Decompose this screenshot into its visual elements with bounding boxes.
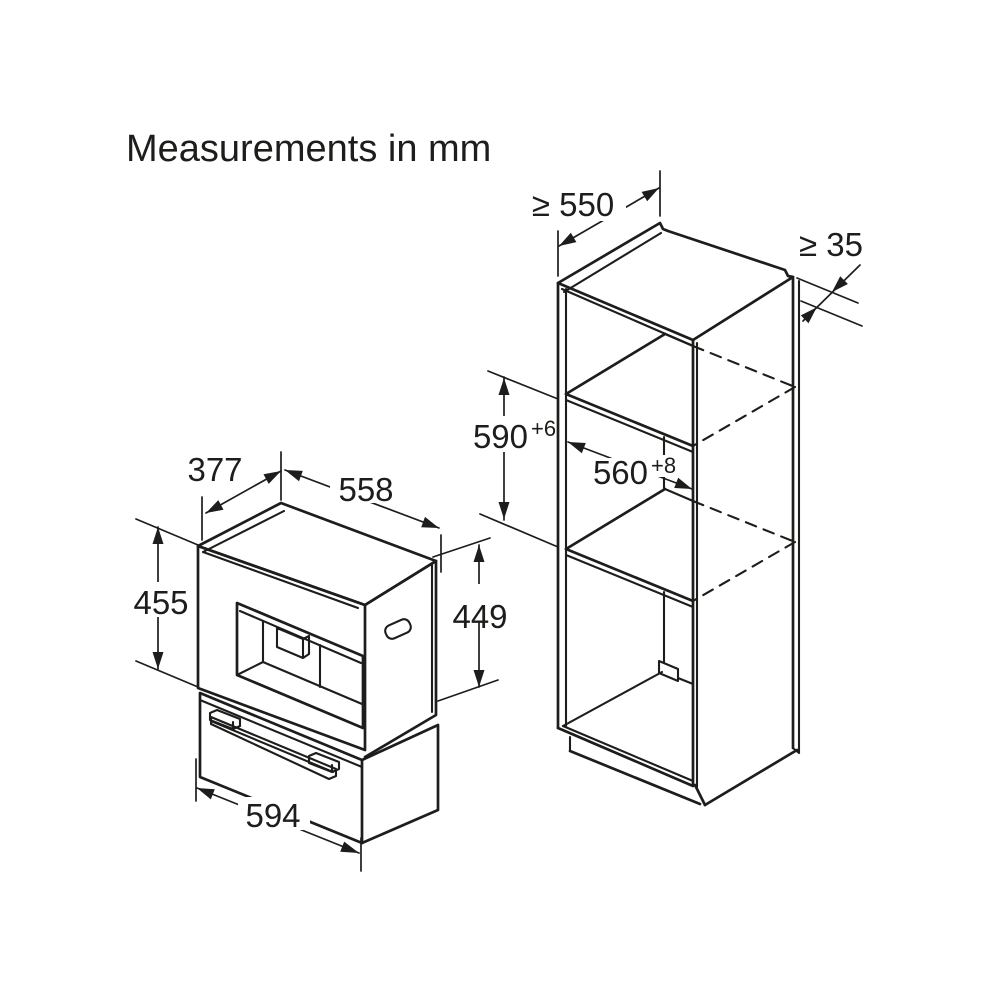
floor-interior-edges	[561, 670, 695, 728]
plinth-bottom-edge	[568, 749, 702, 806]
appliance-front-panel	[196, 544, 367, 752]
dimension-depth-377: 377	[187, 451, 282, 541]
shelf-front-edge	[564, 392, 695, 448]
extension-lines	[479, 370, 559, 548]
shelf-upper	[564, 332, 797, 454]
dim-label-niche-height: 590	[473, 418, 528, 455]
dimension-front-height-455: 455	[128, 518, 199, 688]
dim-label-niche-width: 560	[593, 454, 648, 491]
label-mask	[584, 458, 654, 488]
arrowhead	[473, 545, 485, 562]
dimension-body-height-449: 449	[432, 537, 514, 702]
page-title: Measurements in mm	[126, 128, 492, 170]
dim-label-body-height: 449	[452, 598, 507, 635]
shelf-back-edge-visible	[663, 332, 695, 348]
dimension-min-depth-550: ≥ 550	[520, 170, 661, 277]
arrowhead	[559, 232, 577, 246]
cabinet-ceiling-left-edge	[562, 231, 663, 294]
appliance-isometric	[196, 501, 440, 845]
label-mask	[462, 416, 532, 452]
label-mask	[520, 188, 626, 221]
floor-front-edge	[561, 724, 695, 783]
label-mask	[238, 797, 310, 830]
cabinet-top-face	[556, 221, 795, 342]
dispensing-niche	[235, 601, 365, 730]
arrowhead	[674, 477, 692, 489]
arrowhead	[263, 471, 281, 484]
dim-label-min-depth: ≥ 550	[532, 186, 614, 223]
drawer-handle-standoff-right	[307, 751, 341, 774]
appliance-top-face	[196, 501, 438, 607]
label-mask	[128, 582, 194, 617]
arrowhead	[421, 516, 439, 528]
niche-opening	[235, 601, 365, 730]
shelf-back-edge-visible	[663, 487, 695, 503]
warming-drawer	[198, 691, 440, 845]
shelf-front-edge-lower	[564, 398, 695, 454]
appliance-side-panel	[363, 559, 438, 759]
shelf-lower	[564, 487, 797, 609]
dim-label-width: 558	[338, 471, 393, 508]
arrowhead	[473, 670, 485, 687]
dimension-rear-clearance-35: ≥ 35	[796, 226, 863, 327]
dimension-niche-width-560: 560 +8	[567, 441, 693, 491]
arrowhead	[197, 788, 215, 800]
extension-lines	[195, 758, 362, 872]
dim-label-niche-width-tolerance: +8	[651, 453, 676, 478]
cabinet-base	[556, 670, 799, 807]
dim-label-niche-height-tolerance: +6	[531, 416, 556, 441]
extension-lines	[432, 537, 499, 702]
arrowhead	[641, 188, 659, 202]
shelf-front-edge	[564, 547, 695, 603]
dim-label-rear-clearance: ≥ 35	[799, 226, 863, 263]
shelf-hidden-edges	[691, 499, 797, 603]
side-grip-slot	[384, 618, 412, 640]
label-mask	[646, 455, 678, 477]
shelf-left-edge	[564, 487, 667, 551]
arrowhead	[568, 442, 586, 454]
drawer-side-panel	[360, 723, 440, 845]
arrowhead	[285, 470, 303, 482]
dimension-overall-width-594: 594	[195, 758, 362, 872]
arrowhead	[800, 307, 817, 324]
appliance-top-face-inner-edge	[201, 509, 360, 610]
arrowhead	[152, 652, 164, 669]
shelf-hidden-edges	[691, 344, 797, 448]
niche-interior-edges	[235, 619, 364, 706]
dim-label-overall-width: 594	[245, 797, 300, 834]
reference-lines	[796, 277, 863, 327]
shelf-front-edge-lower	[564, 553, 695, 609]
arrowhead	[152, 527, 164, 544]
dimension-width-558: 558	[284, 469, 442, 573]
shelf-left-edge	[564, 332, 667, 396]
cabinet-bottom-edge	[556, 726, 695, 788]
side-panel-bottom-step	[693, 783, 707, 807]
extension-lines	[201, 451, 282, 541]
extension-lines	[557, 170, 661, 277]
arrowhead	[498, 502, 510, 519]
arrowhead	[206, 500, 224, 513]
drawer-front-top-edge	[198, 698, 364, 769]
cable-cutout	[657, 659, 680, 683]
label-mask	[446, 584, 514, 621]
dim-label-front-height: 455	[133, 584, 188, 621]
drawer-handle-standoff-left	[208, 708, 242, 731]
coffee-spout	[275, 626, 311, 660]
side-panel-bottom-edge	[703, 748, 799, 807]
label-mask	[330, 470, 402, 503]
dimension-niche-height-590: 590 +6	[462, 370, 559, 548]
extension-lines	[135, 518, 199, 688]
cabinet-isometric	[556, 221, 801, 807]
label-mask	[524, 418, 556, 440]
arrowhead	[340, 841, 359, 853]
arrowhead	[832, 276, 848, 292]
arrowhead	[498, 378, 510, 395]
dim-label-depth: 377	[187, 451, 242, 488]
